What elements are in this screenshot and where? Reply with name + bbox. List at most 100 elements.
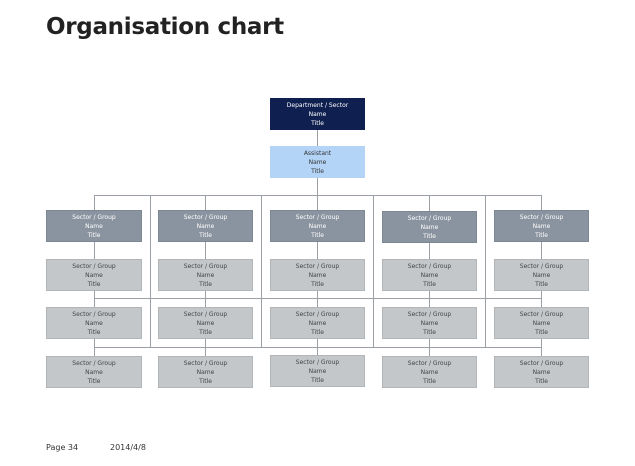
sub-group-label: Sector / Group [407,262,452,270]
sub-group-box-5-1[interactable]: Sector / Group Name Title [494,259,589,291]
connector-col-divider-3 [373,195,374,348]
sub-group-title: Title [199,328,212,336]
department-title: Title [311,119,324,127]
sub-group-name: Name [196,368,215,376]
sub-group-title: Title [311,328,324,336]
sector-group-label: Sector / Group [72,213,116,221]
sub-group-name: Name [532,271,551,279]
connector-horizontal-row-3 [94,347,542,348]
sub-group-label: Sector / Group [519,359,564,367]
sub-group-title: Title [311,280,324,288]
sector-group-box-3[interactable]: Sector / Group Name Title [270,210,365,242]
sub-group-name: Name [308,367,327,375]
sector-group-name: Name [532,222,551,230]
sector-group-name: Name [196,222,215,230]
sub-group-name: Name [308,319,327,327]
sector-group-box-1[interactable]: Sector / Group Name Title [46,210,142,242]
sub-group-label: Sector / Group [72,359,116,367]
sub-group-box-2-1[interactable]: Sector / Group Name Title [158,259,253,291]
sector-group-name: Name [308,222,327,230]
sub-group-label: Sector / Group [295,262,340,270]
sub-group-box-3-2[interactable]: Sector / Group Name Title [270,307,365,339]
sub-group-name: Name [532,368,551,376]
sector-group-box-5[interactable]: Sector / Group Name Title [494,210,589,242]
sub-group-title: Title [535,280,548,288]
sector-group-name: Name [420,223,439,231]
connector-assistant-to-bus [317,178,318,195]
connector-col-divider-1 [150,195,151,348]
sub-group-box-1-1[interactable]: Sector / Group Name Title [46,259,142,291]
sub-group-title: Title [311,376,324,384]
connector-horizontal-row-2 [94,298,542,299]
sector-group-title: Title [199,231,212,239]
sub-group-box-4-2[interactable]: Sector / Group Name Title [382,307,477,339]
sub-group-box-4-1[interactable]: Sector / Group Name Title [382,259,477,291]
sub-group-name: Name [420,319,439,327]
sector-group-title: Title [311,231,324,239]
sub-group-label: Sector / Group [72,262,116,270]
assistant-title: Title [311,167,324,175]
assistant-box[interactable]: Assistant Name Title [270,146,365,178]
sub-group-label: Sector / Group [295,358,340,366]
sub-group-box-3-3[interactable]: Sector / Group Name Title [270,355,365,387]
sub-group-box-1-2[interactable]: Sector / Group Name Title [46,307,142,339]
sector-group-title: Title [423,232,436,240]
page-title: Organisation chart [46,14,284,40]
sub-group-box-2-3[interactable]: Sector / Group Name Title [158,356,253,388]
sub-group-title: Title [423,328,436,336]
department-name: Name [308,110,327,118]
sub-group-title: Title [87,328,101,336]
sub-group-name: Name [532,319,551,327]
sub-group-name: Name [85,271,103,279]
sector-group-title: Title [87,231,101,239]
sub-group-label: Sector / Group [519,310,564,318]
sub-group-label: Sector / Group [183,310,228,318]
sub-group-name: Name [85,368,103,376]
connector-col-divider-4 [485,195,486,348]
sub-group-label: Sector / Group [72,310,116,318]
sector-group-box-4[interactable]: Sector / Group Name Title [382,211,477,243]
assistant-label: Assistant [303,149,332,157]
sector-group-name: Name [85,222,103,230]
sector-group-box-2[interactable]: Sector / Group Name Title [158,210,253,242]
sub-group-title: Title [423,377,436,385]
connector-top-to-assistant [317,130,318,146]
sub-group-title: Title [199,280,212,288]
sub-group-title: Title [87,280,101,288]
sector-group-label: Sector / Group [295,213,340,221]
sub-group-name: Name [85,319,103,327]
sub-group-title: Title [535,328,548,336]
footer-date: 2014/4/8 [110,443,146,452]
sub-group-label: Sector / Group [407,359,452,367]
sub-group-box-3-1[interactable]: Sector / Group Name Title [270,259,365,291]
sub-group-name: Name [420,271,439,279]
sub-group-title: Title [87,377,101,385]
sub-group-name: Name [196,271,215,279]
sub-group-name: Name [196,319,215,327]
page-number: Page 34 [46,443,79,452]
sub-group-title: Title [423,280,436,288]
sub-group-label: Sector / Group [519,262,564,270]
sector-group-label: Sector / Group [183,213,228,221]
sub-group-box-5-3[interactable]: Sector / Group Name Title [494,356,589,388]
sub-group-box-1-3[interactable]: Sector / Group Name Title [46,356,142,388]
department-label: Department / Sector [286,101,349,109]
sub-group-label: Sector / Group [407,310,452,318]
connector-horizontal-bus [94,195,542,196]
sub-group-box-2-2[interactable]: Sector / Group Name Title [158,307,253,339]
connector-col-divider-2 [261,195,262,348]
assistant-name: Name [308,158,327,166]
sub-group-box-4-3[interactable]: Sector / Group Name Title [382,356,477,388]
sub-group-label: Sector / Group [183,359,228,367]
sub-group-name: Name [308,271,327,279]
sector-group-label: Sector / Group [519,213,564,221]
sub-group-label: Sector / Group [183,262,228,270]
sub-group-title: Title [535,377,548,385]
sub-group-title: Title [199,377,212,385]
department-sector-box[interactable]: Department / Sector Name Title [270,98,365,130]
sector-group-title: Title [535,231,548,239]
sub-group-name: Name [420,368,439,376]
sector-group-label: Sector / Group [407,214,452,222]
sub-group-label: Sector / Group [295,310,340,318]
sub-group-box-5-2[interactable]: Sector / Group Name Title [494,307,589,339]
